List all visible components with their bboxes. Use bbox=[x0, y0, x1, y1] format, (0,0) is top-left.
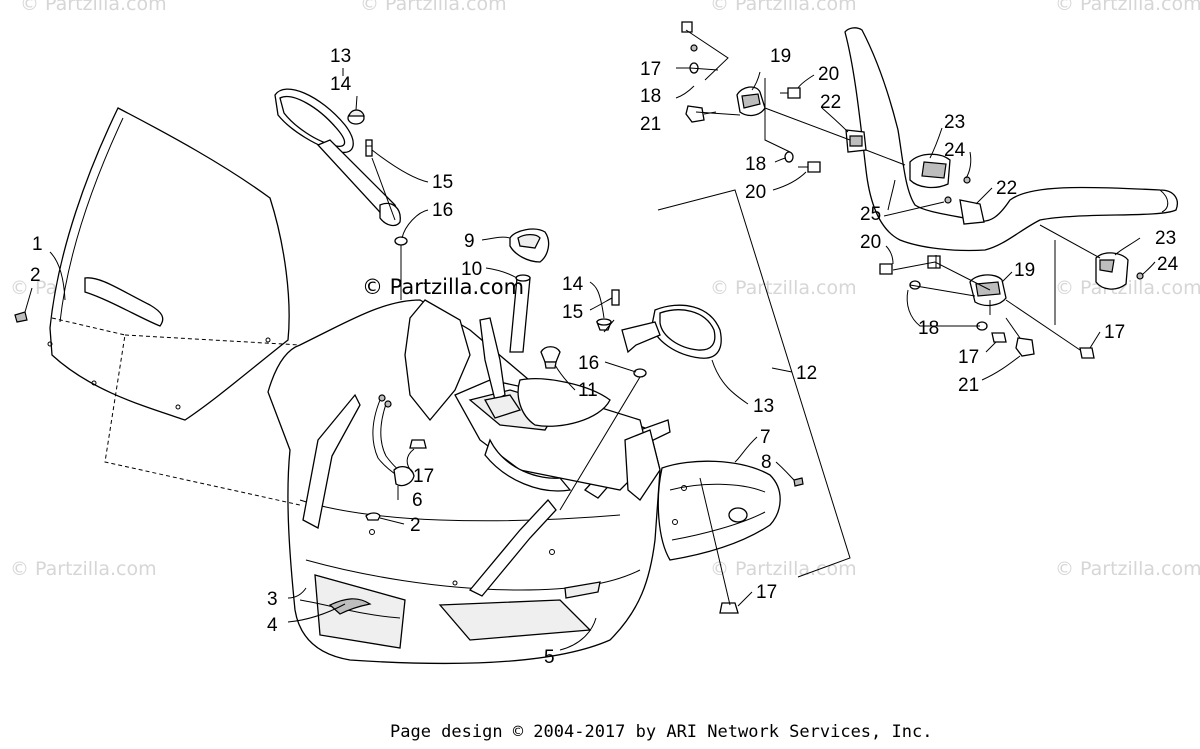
callout-21: 21 bbox=[958, 375, 979, 396]
callout-7: 7 bbox=[760, 427, 771, 448]
watermark: © Partzilla.com bbox=[1055, 558, 1200, 580]
callout-22: 22 bbox=[820, 92, 841, 113]
callout-17: 17 bbox=[413, 466, 434, 487]
clamp-22-lower bbox=[944, 196, 985, 225]
callout-22: 22 bbox=[996, 178, 1017, 199]
watermark: © Partzilla.com bbox=[1055, 0, 1200, 15]
right-mirror bbox=[621, 304, 722, 359]
callout-23: 23 bbox=[1155, 228, 1176, 249]
callout-18: 18 bbox=[918, 318, 939, 339]
tube-10 bbox=[509, 274, 531, 353]
washer-16 bbox=[394, 236, 408, 246]
clamp-22-upper bbox=[845, 129, 867, 153]
callout-20: 20 bbox=[745, 182, 766, 203]
watermark: © Partzilla.com bbox=[710, 0, 857, 15]
hand-guard-bracket-right bbox=[969, 274, 1007, 307]
hand-guard-bracket-left bbox=[736, 86, 766, 117]
callout-24: 24 bbox=[1157, 254, 1179, 275]
wire-harness bbox=[372, 394, 415, 487]
mirror-cap bbox=[347, 109, 365, 125]
callout-10: 10 bbox=[461, 259, 482, 280]
knob-21-left bbox=[685, 105, 717, 123]
bulb-11 bbox=[540, 346, 561, 369]
callout-18: 18 bbox=[640, 86, 661, 107]
callout-9: 9 bbox=[464, 231, 475, 252]
bolt-20-mid bbox=[798, 161, 821, 173]
mirror-bolt bbox=[365, 139, 373, 157]
callout-3: 3 bbox=[267, 589, 278, 610]
bolts-20-right bbox=[879, 255, 941, 275]
callout-19: 19 bbox=[770, 46, 791, 67]
callout-14: 14 bbox=[562, 274, 584, 295]
callout-18: 18 bbox=[745, 154, 766, 175]
callout-21: 21 bbox=[640, 114, 661, 135]
callout-13: 13 bbox=[753, 396, 774, 417]
handlebar bbox=[844, 27, 1178, 252]
mirror-cap-right bbox=[596, 318, 612, 331]
callout-25: 25 bbox=[860, 204, 881, 225]
callout-17: 17 bbox=[1104, 322, 1125, 343]
front-fairing bbox=[267, 299, 661, 665]
clip-2-center bbox=[365, 512, 381, 521]
center-watermark: © Partzilla.com bbox=[362, 275, 524, 299]
callout-23: 23 bbox=[944, 112, 965, 133]
clip-2-left bbox=[14, 311, 28, 323]
callout-16: 16 bbox=[432, 200, 453, 221]
callout-17: 17 bbox=[958, 347, 979, 368]
side-panel bbox=[657, 460, 781, 561]
instrument-panel bbox=[404, 299, 661, 501]
callout-24: 24 bbox=[944, 140, 966, 161]
washers-18-right bbox=[909, 280, 988, 331]
watermark: © Partzilla.com bbox=[710, 558, 857, 580]
page-footer: Page design © 2004-2017 by ARI Network S… bbox=[390, 722, 932, 742]
callout-17: 17 bbox=[756, 582, 777, 603]
callout-15: 15 bbox=[562, 302, 583, 323]
leader-lines bbox=[24, 29, 1156, 651]
callout-16: 16 bbox=[578, 353, 599, 374]
grommet-17-center bbox=[409, 439, 427, 449]
mirror-bolt-right bbox=[611, 289, 620, 306]
nut-17-right bbox=[991, 332, 1095, 359]
callout-15: 15 bbox=[432, 172, 453, 193]
knob-21-right bbox=[1005, 317, 1035, 357]
windshield bbox=[47, 107, 290, 421]
left-mirror bbox=[274, 88, 401, 227]
screw-8 bbox=[793, 477, 804, 487]
callout-1: 1 bbox=[32, 234, 43, 255]
washer-18-mid bbox=[784, 151, 794, 163]
watermark: © Partzilla.com bbox=[10, 558, 157, 580]
grommet-17-bottom bbox=[719, 602, 739, 614]
watermark: © Partzilla.com bbox=[360, 0, 507, 15]
watermark: © Partzilla.com bbox=[20, 0, 167, 15]
switch-housing-upper bbox=[909, 153, 971, 189]
watermark: © Partzilla.com bbox=[1055, 277, 1200, 299]
callout-2: 2 bbox=[30, 265, 41, 286]
callout-8: 8 bbox=[761, 452, 772, 473]
callout-11: 11 bbox=[578, 380, 598, 401]
switch-housing-right bbox=[1095, 252, 1144, 290]
callout-20: 20 bbox=[860, 232, 881, 253]
washer-16-right bbox=[633, 368, 647, 378]
fitting-17-top bbox=[681, 21, 693, 33]
switch-9 bbox=[509, 228, 550, 263]
callout-14: 14 bbox=[330, 74, 352, 95]
callout-13: 13 bbox=[330, 46, 351, 67]
callout-20: 20 bbox=[818, 64, 839, 85]
callout-19: 19 bbox=[1014, 260, 1035, 281]
callout-17: 17 bbox=[640, 59, 661, 80]
callout-2: 2 bbox=[410, 515, 421, 536]
callout-labels: 1 2 2 3 4 5 6 7 8 9 10 11 12 13 13 14 14… bbox=[30, 46, 1179, 668]
watermark: © Partzilla.com bbox=[710, 277, 857, 299]
callout-4: 4 bbox=[267, 615, 278, 636]
callout-5: 5 bbox=[544, 647, 555, 668]
callout-12: 12 bbox=[796, 363, 817, 384]
callout-6: 6 bbox=[412, 490, 423, 511]
bolt-20-top bbox=[780, 87, 801, 99]
